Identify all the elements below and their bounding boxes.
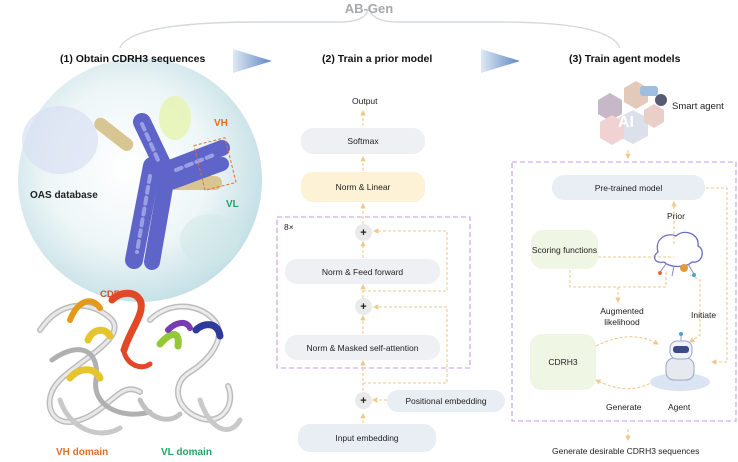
section-arrow-2 — [481, 49, 520, 73]
cdrh3-structure-label: CDRH3 — [100, 289, 133, 300]
generate-sequences-label: Generate desirable CDRH3 sequences — [552, 446, 700, 456]
initiate-label: Initiate — [691, 310, 717, 320]
masked-self-attention-block: Norm & Masked self-attention — [285, 335, 440, 360]
antibody-illustration — [125, 113, 230, 270]
diagram-title: AB-Gen — [344, 1, 394, 16]
positional-add: + — [355, 392, 372, 409]
protein-structure — [37, 289, 243, 436]
scoring-functions-block: Scoring functions — [531, 230, 598, 269]
agent-training-border — [511, 161, 737, 422]
output-label: Output — [352, 96, 378, 106]
robot-agent-icon — [650, 332, 710, 391]
panel3-flow-arrows — [569, 150, 728, 442]
vl-label: VL — [226, 199, 239, 210]
norm-linear-block: Norm & Linear — [301, 172, 425, 202]
smart-agent-label: Smart agent — [672, 101, 724, 112]
section-arrow-1 — [233, 49, 272, 73]
section-title-3: (3) Train agent models — [569, 53, 681, 65]
prior-label: Prior — [667, 211, 685, 221]
title-brace — [119, 5, 621, 49]
brain-network-icon — [653, 231, 703, 277]
repeat-block-border — [276, 216, 471, 369]
residual-add-top: + — [355, 224, 372, 241]
vh-domain-label: VH domain — [56, 447, 109, 458]
input-embedding-block: Input embedding — [298, 424, 436, 452]
feed-forward-block: Norm & Feed forward — [285, 259, 440, 284]
residual-add-middle: + — [355, 298, 372, 315]
pretrained-model-block: Pre-trained model — [552, 175, 705, 200]
vh-label: VH — [214, 118, 228, 129]
agent-label: Agent — [668, 402, 691, 412]
section-title-1: (1) Obtain CDRH3 sequences — [60, 53, 206, 65]
oas-database-label: OAS database — [30, 190, 98, 201]
vl-domain-label: VL domain — [161, 447, 212, 458]
cdrh3-block: CDRH3 — [530, 334, 596, 390]
augmented-likelihood-label: Augmented likelihood — [600, 306, 644, 327]
smart-agent-illustration — [598, 81, 667, 145]
section-title-2: (2) Train a prior model — [322, 53, 433, 65]
positional-embedding-block: Positional embedding — [387, 390, 505, 412]
repeat-count-label: 8× — [284, 222, 294, 232]
generate-label: Generate — [606, 402, 642, 412]
ai-logo-text: AI — [618, 114, 634, 131]
softmax-block: Softmax — [301, 128, 425, 154]
panel2-flow-arrows — [360, 109, 448, 423]
